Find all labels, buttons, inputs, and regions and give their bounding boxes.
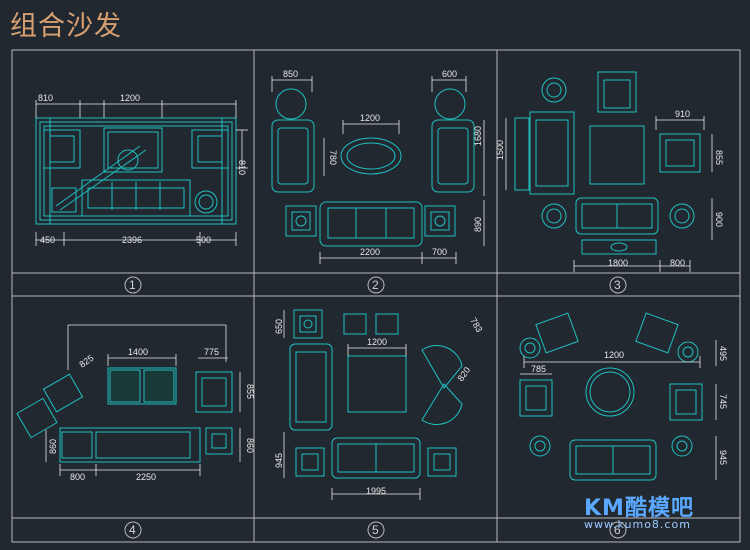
panel-3: 910 1500 855 900 1800 800 3 bbox=[495, 71, 724, 294]
panel-number: 2 bbox=[372, 278, 379, 292]
dim-text: 1500 bbox=[495, 140, 505, 160]
dim-text: 825 bbox=[77, 353, 95, 370]
dim-text: 783 bbox=[468, 316, 484, 334]
watermark-logo: KM酷模吧 www.kumo8.com bbox=[584, 490, 694, 531]
dim-text: 745 bbox=[718, 394, 728, 409]
dim-text: 900 bbox=[714, 212, 724, 227]
frame-grid bbox=[11, 49, 741, 543]
dim-text: 1680 bbox=[473, 126, 483, 146]
dim-text: 600 bbox=[442, 69, 457, 79]
dim-text: 855 bbox=[245, 384, 255, 399]
dim-text: 1400 bbox=[128, 347, 148, 357]
panel-number: 1 bbox=[129, 278, 136, 292]
panel-number: 5 bbox=[372, 523, 379, 537]
dim-text: 450 bbox=[40, 235, 55, 245]
dim-text: 850 bbox=[283, 69, 298, 79]
panel-5: 650 1200 783 820 945 1995 5 bbox=[274, 309, 484, 539]
dim-text: 1200 bbox=[360, 113, 380, 123]
watermark-url: www.kumo8.com bbox=[584, 518, 691, 531]
dim-text: 910 bbox=[675, 109, 690, 119]
dim-text: 650 bbox=[274, 319, 284, 334]
dim-text: 945 bbox=[718, 450, 728, 465]
dim-text: 810 bbox=[38, 93, 53, 103]
dim-text: 860 bbox=[48, 439, 58, 454]
panel-1: 810 1200 810 450 2396 500 1 bbox=[35, 93, 248, 294]
dim-text: 495 bbox=[718, 346, 728, 361]
watermark-brand: KM酷模吧 bbox=[584, 496, 694, 521]
dim-text: 2200 bbox=[360, 247, 380, 257]
dim-text: 2250 bbox=[136, 472, 156, 482]
dim-text: 810 bbox=[237, 160, 247, 175]
panel-number: 3 bbox=[614, 278, 621, 292]
dim-text: 855 bbox=[714, 150, 724, 165]
dim-text: 800 bbox=[670, 258, 685, 268]
dim-text: 1800 bbox=[608, 258, 628, 268]
panel-number: 6 bbox=[614, 523, 621, 537]
panel-number: 4 bbox=[129, 523, 136, 537]
dim-text: 820 bbox=[455, 365, 472, 383]
dim-text: 775 bbox=[204, 347, 219, 357]
dim-text: 800 bbox=[70, 472, 85, 482]
panel-2: 850 600 1200 780 1680 890 2200 700 2 bbox=[271, 69, 485, 294]
dim-text: 2396 bbox=[122, 235, 142, 245]
dim-text: 500 bbox=[196, 235, 211, 245]
dim-text: 945 bbox=[274, 453, 284, 468]
panel-6: 1200 495 785 745 945 6 bbox=[519, 312, 728, 539]
dim-text: 1200 bbox=[367, 337, 387, 347]
page-title: 组合沙发 bbox=[10, 11, 122, 42]
panel-4: 1400 775 825 855 860 860 800 2250 4 bbox=[16, 324, 255, 539]
dim-text: 785 bbox=[531, 364, 546, 374]
dim-text: 1995 bbox=[366, 486, 386, 496]
dim-text: 780 bbox=[328, 150, 338, 165]
dim-text: 1200 bbox=[120, 93, 140, 103]
dim-text: 700 bbox=[432, 247, 447, 257]
dim-text: 890 bbox=[473, 217, 483, 232]
dim-text: 860 bbox=[245, 438, 255, 453]
dim-text: 1200 bbox=[604, 350, 624, 360]
